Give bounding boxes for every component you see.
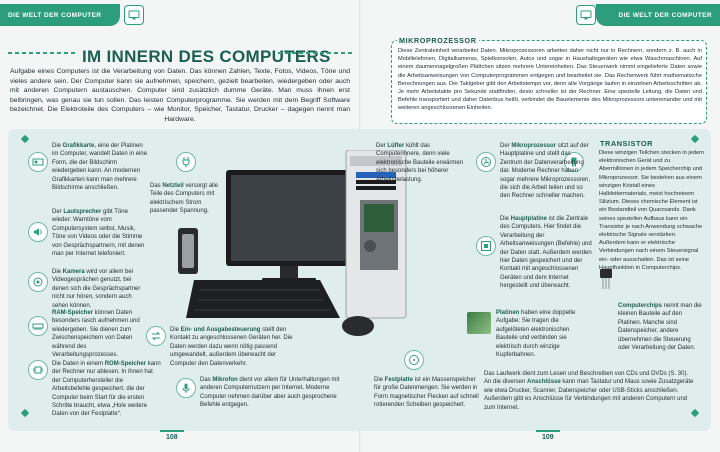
microphone-icon bbox=[176, 378, 196, 398]
eingabe-text: stellt den Kontakt zu angeschlossenen Ge… bbox=[170, 327, 293, 367]
platinen-keyword: Platinen bbox=[496, 310, 520, 316]
annotation-festplatte: Die Festplatte ist ein Massenspeicher fü… bbox=[374, 376, 480, 410]
laufwerk-text-a: Das Laufwerk dient zum Lesen und Beschre… bbox=[484, 371, 689, 386]
rom-keyword: ROM-Speicher bbox=[104, 361, 147, 367]
camera-icon bbox=[28, 272, 48, 292]
grafikkarte-keyword: Grafikkarte bbox=[62, 143, 95, 149]
title-decoration-left bbox=[8, 52, 78, 54]
kamera-pre: Die bbox=[52, 269, 63, 275]
luefter-keyword: Lüfter bbox=[387, 143, 405, 149]
chapter-tab-left-label: DIE WELT DER COMPUTER bbox=[8, 11, 102, 19]
rom-pre: Die Daten in einem bbox=[52, 361, 105, 367]
eingabe-keyword: Ein- und Ausgabesteuerung bbox=[180, 327, 261, 333]
hauptplatine-keyword: Hauptplatine bbox=[510, 216, 548, 222]
graphics-card-icon bbox=[28, 152, 48, 172]
rom-text: kann der Rechner nur ablesen. In ihnen h… bbox=[52, 361, 161, 418]
netzteil-pre: Das bbox=[150, 183, 163, 189]
transistor-text: Diese winzigen Teilchen stecken in jedem… bbox=[599, 150, 704, 271]
kamera-keyword: Kamera bbox=[62, 269, 85, 275]
power-plug-icon bbox=[176, 152, 196, 172]
chapter-tab-left: DIE WELT DER COMPUTER bbox=[0, 4, 120, 26]
anschluesse-keyword: Anschlüsse bbox=[527, 379, 561, 386]
festplatte-keyword: Festplatte bbox=[384, 377, 414, 383]
circuit-board-image bbox=[467, 312, 491, 334]
transistor-icon bbox=[564, 152, 584, 172]
annotation-luefter: Der Lüfter kühlt das Computerinnere, den… bbox=[376, 142, 472, 184]
rom-chip-icon bbox=[28, 360, 48, 380]
computer-icon bbox=[124, 5, 144, 25]
annotation-netzteil: Das Netzteil versorgt alle Teile des Com… bbox=[150, 182, 224, 216]
platinen-text: haben eine doppelte Aufgabe: Sie tragen … bbox=[496, 310, 576, 359]
annotation-mikroprozessor: Der Mikroprozessor sitzt auf der Hauptpl… bbox=[500, 142, 592, 201]
chapter-tab-right: DIE WELT DER COMPUTER bbox=[596, 4, 720, 26]
festplatte-text: ist ein Massenspeicher für große Datenme… bbox=[374, 377, 479, 409]
annotation-hauptplatine: Die Hauptplatine ist die Zentrale des Co… bbox=[500, 215, 592, 291]
computer-illustration bbox=[178, 150, 407, 336]
mikroproz-text: sitzt auf der Hauptplatine und stellt da… bbox=[500, 143, 591, 200]
ram-text: können Daten besonders rasch aufnehmen u… bbox=[52, 310, 140, 359]
laufwerk-text-b: kann man Tastatur und Maus sowie Zusatzg… bbox=[484, 379, 694, 411]
computerchips-keyword: Computerchips bbox=[618, 303, 663, 309]
title-decoration-right bbox=[278, 52, 352, 54]
annotation-laufwerk: Das Laufwerk dient zum Lesen und Beschre… bbox=[484, 370, 694, 412]
fan-icon bbox=[476, 152, 496, 172]
annotation-lautsprecher: Der Lautsprecher gibt Töne wieder: Warnt… bbox=[52, 208, 148, 258]
mikrofon-keyword: Mikrofon bbox=[212, 377, 238, 383]
page-number-right: 109 bbox=[542, 434, 554, 441]
annotation-platinen: Platinen haben eine doppelte Aufgabe: Si… bbox=[496, 309, 590, 359]
luefter-pre: Der bbox=[376, 143, 388, 149]
lautsprecher-text: gibt Töne wieder: Warntöne vom Computers… bbox=[52, 209, 145, 258]
mikrofon-text: dient vor allem für Unterhaltungen mit a… bbox=[200, 377, 340, 409]
eingabe-pre: Die bbox=[170, 327, 181, 333]
annotation-computerchips: Computerchips nennt man die kleinen Baut… bbox=[618, 302, 704, 352]
hauptplatine-pre: Die bbox=[500, 216, 511, 222]
computer-icon bbox=[576, 5, 596, 25]
harddisk-icon bbox=[404, 350, 424, 370]
ram-icon bbox=[28, 316, 48, 336]
annotation-kamera: Die Kamera wird vor allem bei Videogespr… bbox=[52, 268, 148, 310]
page-number-left: 108 bbox=[166, 434, 178, 441]
ram-keyword: RAM-Speicher bbox=[52, 310, 94, 316]
motherboard-icon bbox=[476, 236, 496, 256]
lautsprecher-pre: Der bbox=[52, 209, 64, 215]
transistor-title: TRANSISTOR bbox=[600, 139, 653, 148]
chapter-tab-right-label: DIE WELT DER COMPUTER bbox=[618, 11, 712, 19]
mikroprozessor-title: MIKROPROZESSOR bbox=[397, 36, 479, 45]
annotation-grafikkarte: Die Grafikkarte, eine der Platinen im Co… bbox=[52, 143, 148, 192]
festplatte-pre: Die bbox=[374, 377, 385, 383]
mikroprozessor-box: Diese Zentraleinheit verarbeitet Daten. … bbox=[391, 40, 707, 124]
speaker-icon bbox=[28, 222, 48, 242]
kamera-text: wird vor allem bei Videogesprächen genut… bbox=[52, 269, 141, 309]
page-number-rule-left bbox=[160, 430, 184, 432]
netzteil-text: versorgt alle Teile des Computers mit el… bbox=[150, 183, 219, 215]
netzteil-keyword: Netzteil bbox=[162, 183, 184, 189]
lautsprecher-keyword: Lautsprecher bbox=[63, 209, 102, 215]
page-title: IM INNERN DES COMPUTERS bbox=[82, 47, 331, 66]
mikroprozessor-text: Diese Zentraleinheit verarbeitet Daten. … bbox=[398, 48, 702, 112]
io-control-icon bbox=[146, 326, 166, 346]
luefter-text: kühlt das Computerinnere, denn viele ele… bbox=[376, 143, 464, 183]
annotation-mikrofon: Das Mikrofon dient vor allem für Unterha… bbox=[200, 376, 350, 410]
annotation-ram: RAM-Speicher können Daten besonders rasc… bbox=[52, 309, 148, 359]
annotation-eingabe: Die Ein- und Ausgabesteuerung stellt den… bbox=[170, 326, 294, 368]
mikroproz-pre: Der bbox=[500, 143, 512, 149]
mikrofon-pre: Das bbox=[200, 377, 213, 383]
computerchips-text: nennt man die kleinen Bauteile auf den P… bbox=[618, 303, 702, 352]
annotation-rom: Die Daten in einem ROM-Speicher kann der… bbox=[52, 360, 162, 419]
transistor-image bbox=[600, 269, 612, 289]
mikroproz-keyword: Mikroprozessor bbox=[511, 143, 557, 149]
hauptplatine-text: ist die Zentrale des Computers. Hier fin… bbox=[500, 216, 592, 290]
page-number-rule-right bbox=[536, 430, 560, 432]
intro-paragraph: Aufgabe eines Computers ist die Verarbei… bbox=[10, 68, 350, 123]
grafikkarte-text: , eine der Platinen im Computer, wandelt… bbox=[52, 143, 148, 192]
